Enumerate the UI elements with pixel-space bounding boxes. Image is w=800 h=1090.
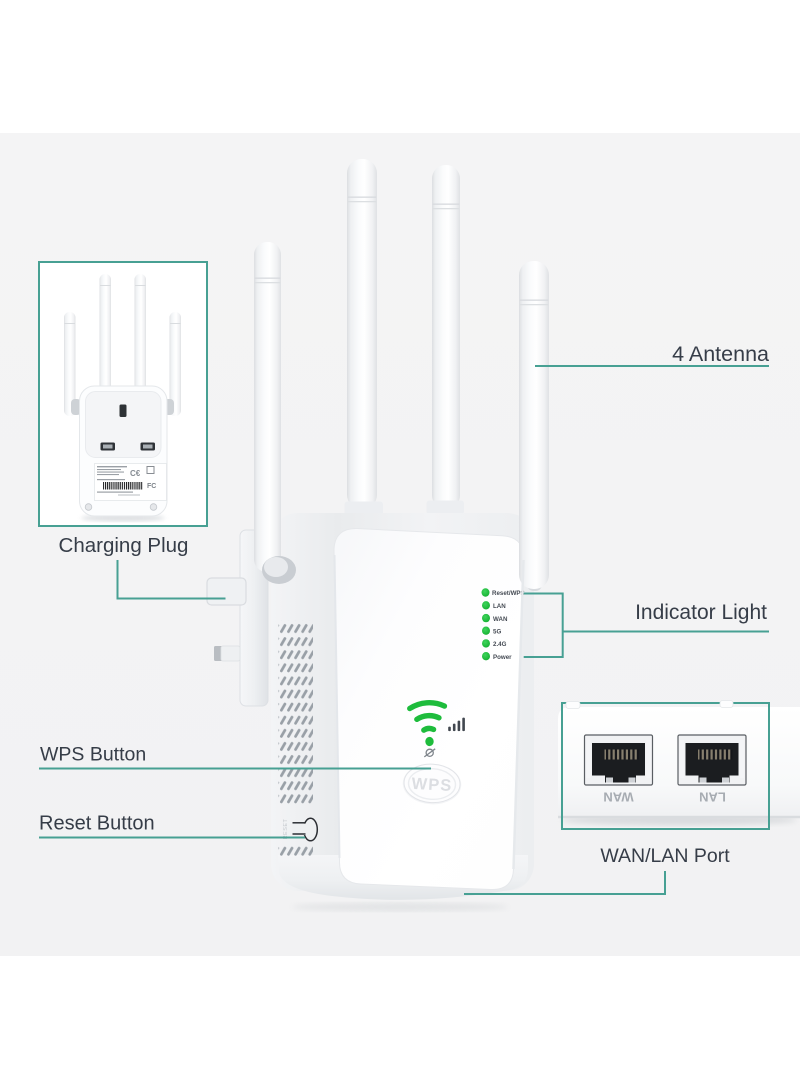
svg-text:LAN: LAN [493, 603, 506, 610]
svg-text:2.4G: 2.4G [493, 641, 507, 648]
svg-text:C€: C€ [130, 469, 141, 478]
svg-text:WAN: WAN [493, 616, 508, 623]
svg-text:4 Antenna: 4 Antenna [672, 342, 769, 366]
svg-text:5G: 5G [493, 629, 501, 636]
svg-text:Indicator Light: Indicator Light [635, 601, 767, 624]
svg-text:RESET: RESET [283, 818, 289, 839]
svg-text:WAN: WAN [603, 790, 633, 805]
svg-text:Power: Power [493, 654, 512, 661]
svg-text:WPS Button: WPS Button [40, 744, 146, 766]
svg-text:Reset Button: Reset Button [39, 813, 155, 835]
svg-text:WPS: WPS [411, 775, 452, 795]
svg-text:FC: FC [147, 483, 156, 490]
svg-text:LAN: LAN [699, 790, 726, 805]
svg-text:WAN/LAN Port: WAN/LAN Port [600, 845, 730, 867]
svg-text:Reset/WPS: Reset/WPS [492, 590, 525, 597]
svg-text:Charging Plug: Charging Plug [59, 534, 189, 557]
